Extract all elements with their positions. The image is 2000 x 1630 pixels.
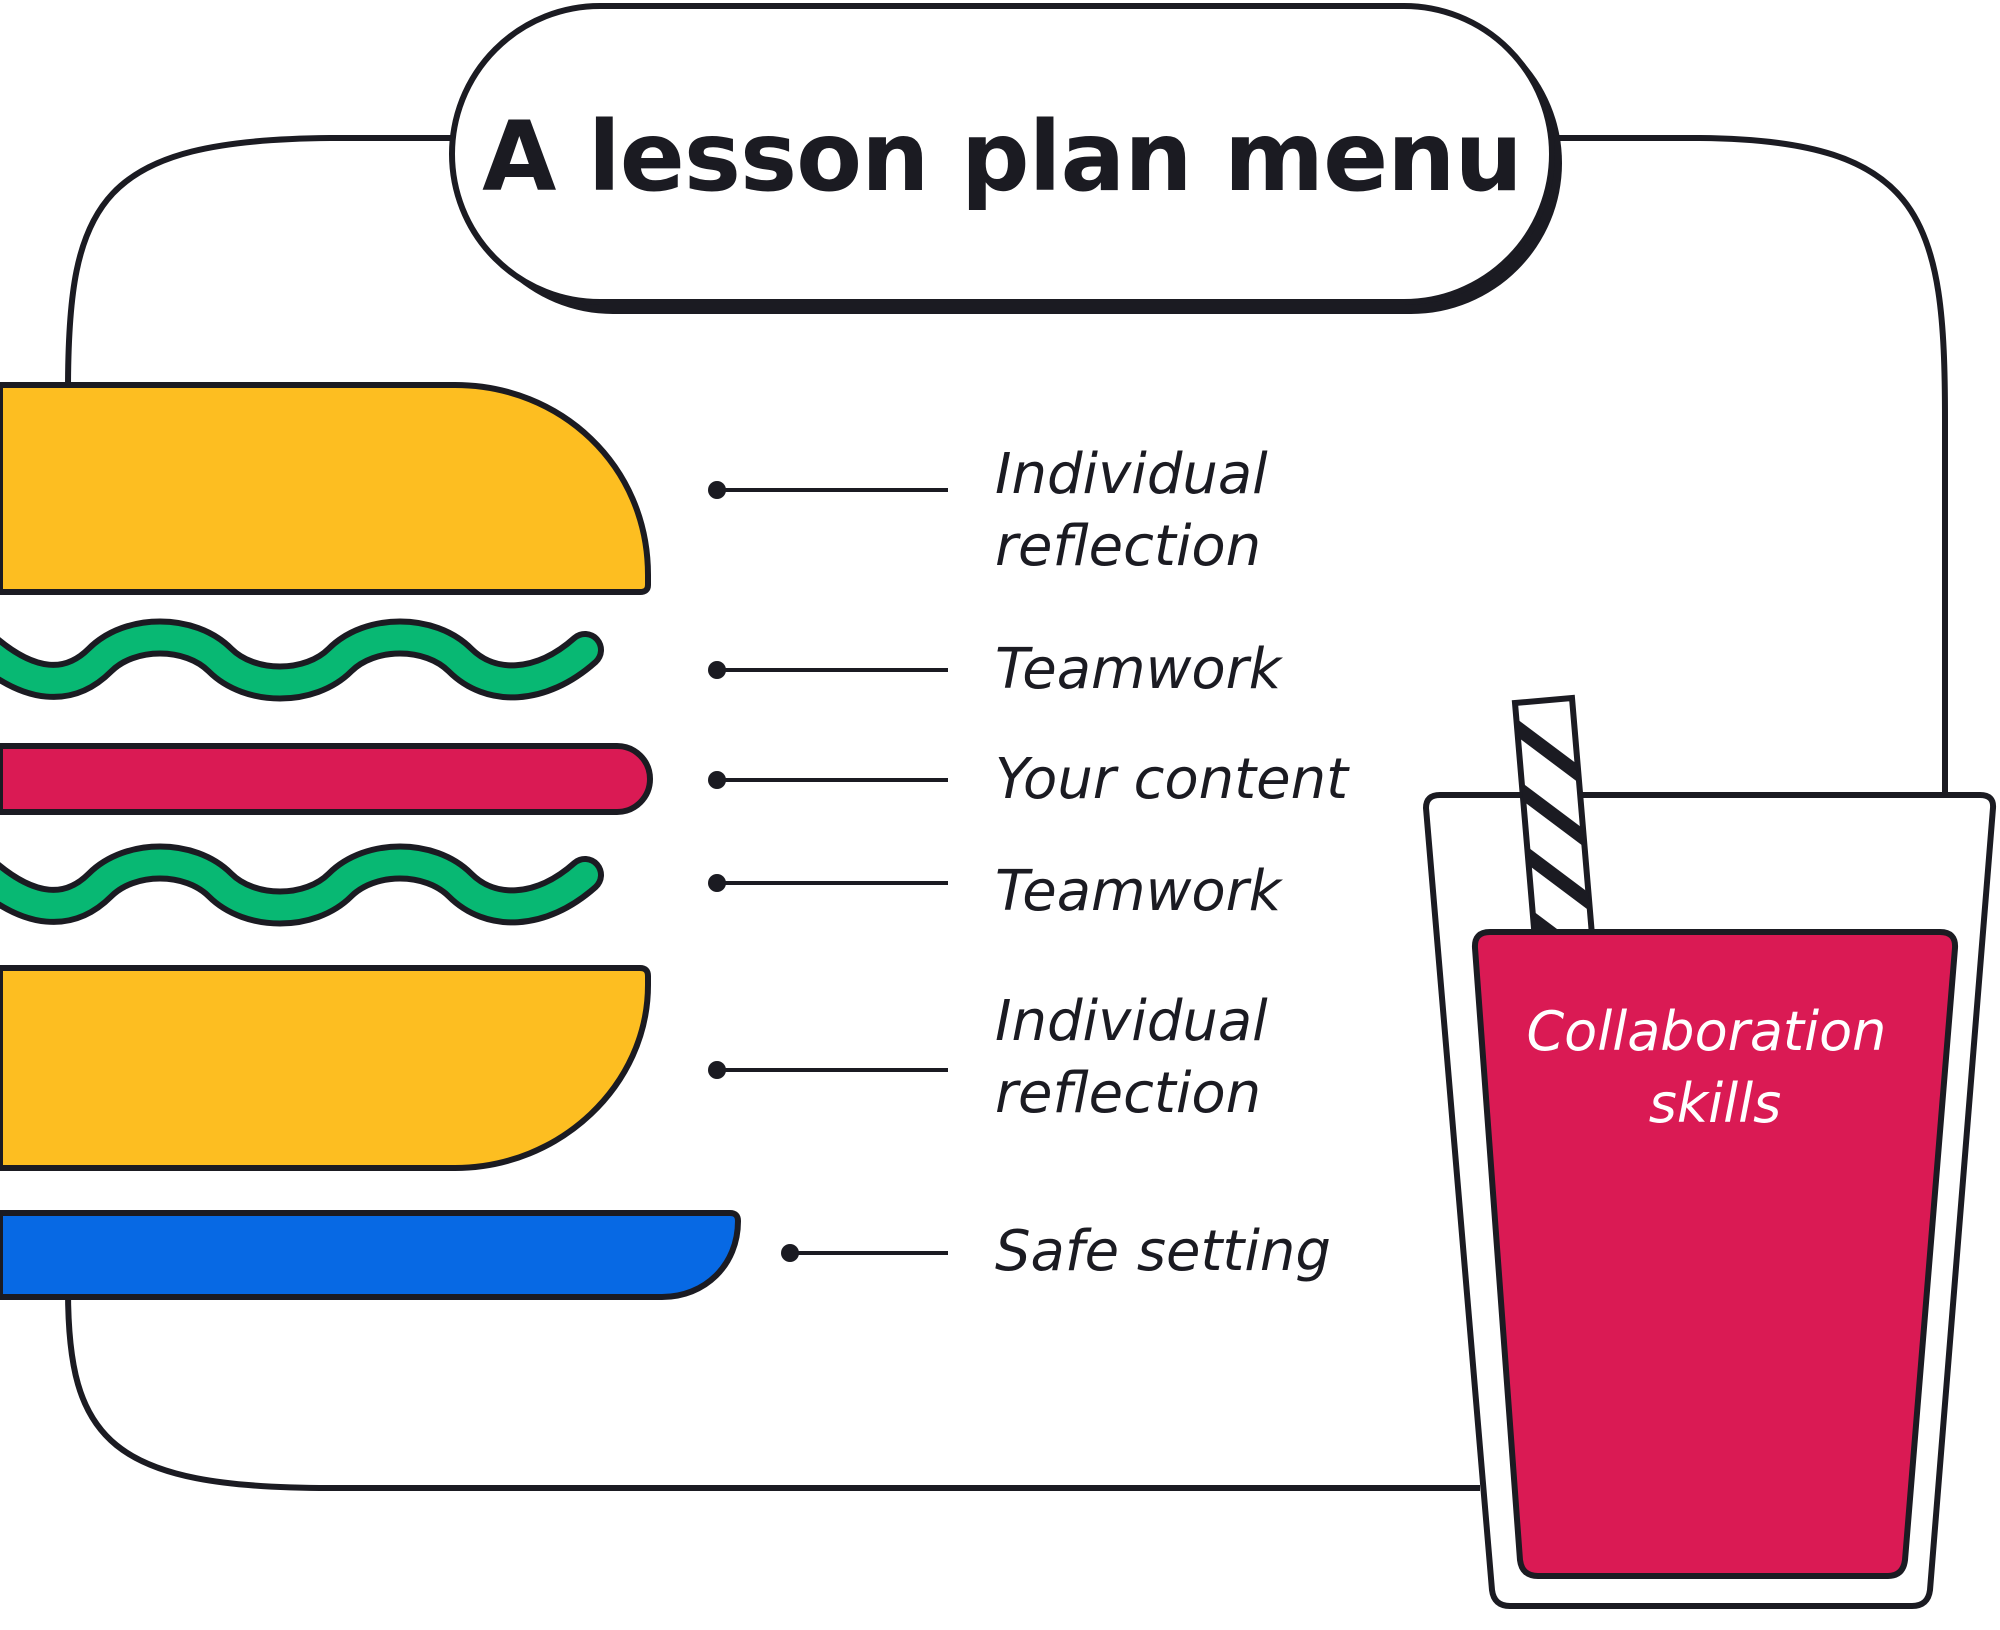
menu-board-frame-bottom [65,1289,1480,1491]
label-lettuce-2: Teamwork [995,859,1284,924]
label-bottom-bun-line-2: reflection [995,1061,1261,1126]
label-plate: Safe setting [995,1219,1331,1284]
leader-line-patty [708,771,948,789]
leader-line-lettuce-2 [708,874,948,892]
drink-glass: Collaboration skills [1422,694,1997,1609]
label-top-bun-line-1: Individual [995,442,1268,507]
leader-line-plate [781,1244,948,1262]
label-top-bun-line-2: reflection [995,514,1261,579]
label-bottom-bun-line-1: Individual [995,989,1268,1054]
leader-line-bottom-bun [708,1061,948,1079]
patty-layer [0,743,653,815]
label-top-bun: Individual reflection [995,442,1286,579]
drink-label-line-2: skills [1649,1072,1782,1135]
top-bun [0,382,651,595]
menu-board-frame [65,135,1948,1180]
drink-liquid [1471,929,1959,1579]
label-lettuce-1: Teamwork [995,637,1284,702]
page-title: A lesson plan menu [482,101,1522,213]
drink-label-line-1: Collaboration [1526,1000,1886,1063]
title-pill [449,3,1555,305]
label-bottom-bun: Individual reflection [995,989,1286,1126]
label-patty: Your content [995,747,1350,812]
drink-label: Collaboration skills [1526,1000,1903,1135]
plate-layer [0,1210,742,1300]
leader-line-top-bun [708,481,948,499]
leader-line-lettuce-1 [708,661,948,679]
lettuce-layer-2 [0,849,598,921]
lettuce-layer-1 [0,624,598,696]
bottom-bun [0,965,651,1171]
